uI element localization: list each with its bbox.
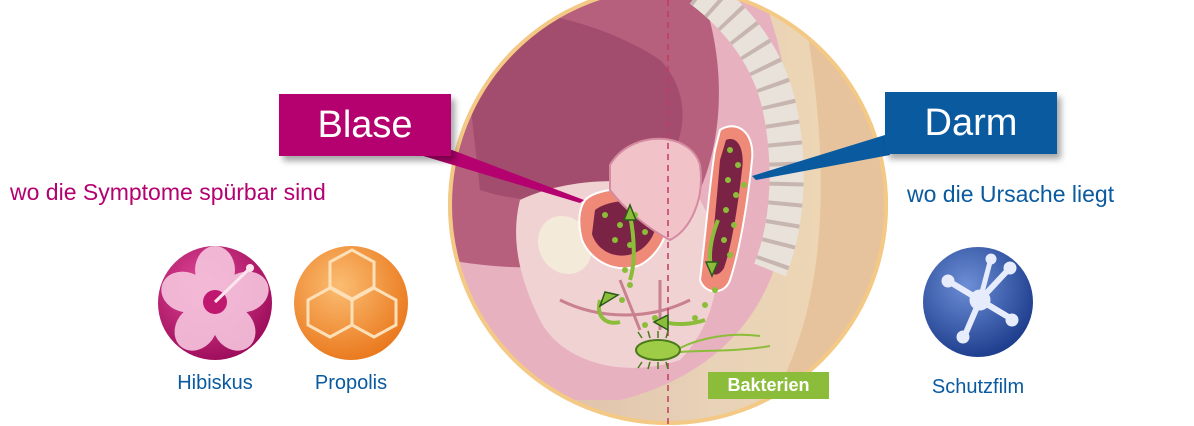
bakterien-badge: Bakterien: [708, 372, 829, 399]
blase-label: Blase: [279, 94, 451, 156]
honeycomb-icon: [294, 246, 408, 360]
darm-label: Darm: [885, 92, 1057, 154]
protective-film-icon: [923, 247, 1033, 357]
propolis-caption: Propolis: [301, 373, 401, 393]
darm-subtitle: wo die Ursache liegt: [907, 183, 1114, 206]
blase-subtitle: wo die Symptome spürbar sind: [10, 181, 326, 204]
hibiskus-caption: Hibiskus: [165, 373, 265, 393]
schutzfilm-caption: Schutzfilm: [918, 377, 1038, 397]
pelvis-cross-section: [448, 0, 900, 425]
hibiscus-flower-icon: [156, 246, 274, 360]
